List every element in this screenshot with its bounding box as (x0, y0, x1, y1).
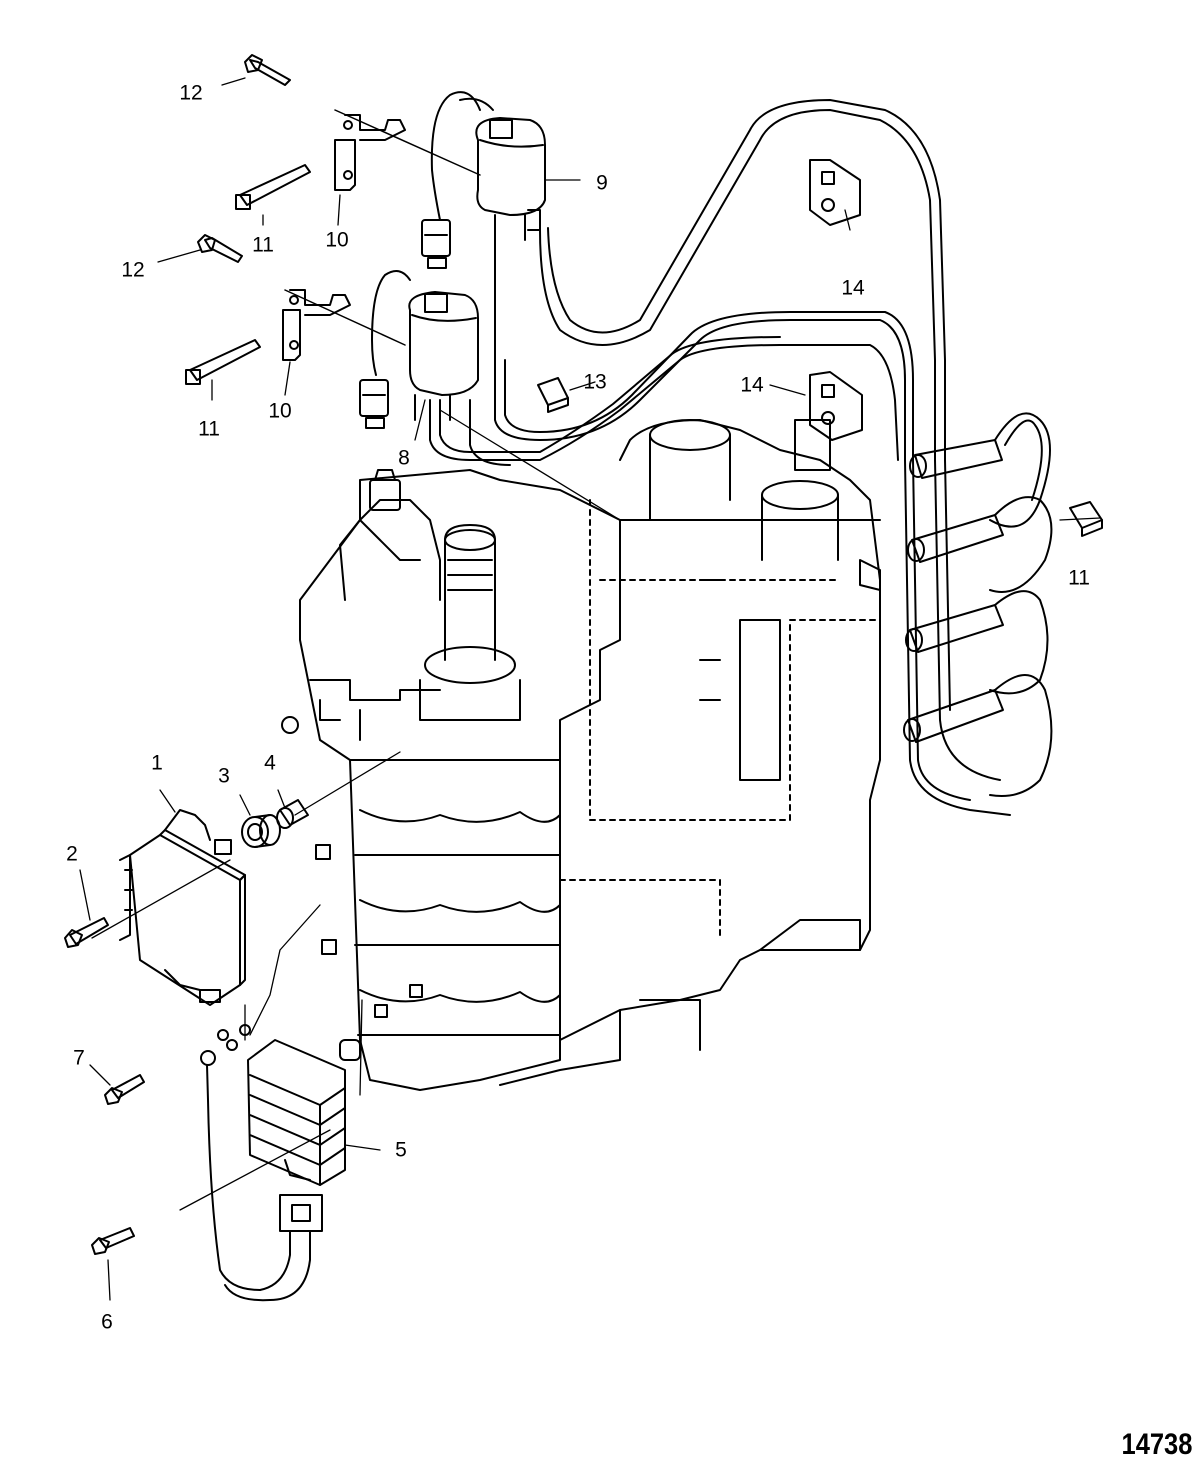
ignition-coil-upper (421, 91, 546, 361)
screw-2 (64, 917, 109, 948)
callout-label: 3 (218, 764, 230, 788)
callout-label: 1 (151, 751, 163, 775)
engine-block (281, 419, 881, 1091)
callout-label: 5 (395, 1138, 407, 1162)
rectifier-regulator (200, 1024, 346, 1302)
screw-middle (197, 234, 243, 263)
lead-holder-upper (809, 159, 861, 226)
cable-tie-upper (235, 164, 311, 210)
callout-label: 6 (101, 1310, 113, 1334)
callout-label: 12 (121, 258, 145, 282)
screw-6 (91, 1227, 135, 1255)
callout-label: 11 (1068, 566, 1090, 590)
callout-label: 9 (596, 171, 608, 195)
callout-label: 11 (198, 417, 220, 441)
grommet-3 (241, 814, 281, 848)
callout-label: 14 (740, 373, 764, 397)
callout-label: 10 (325, 228, 349, 252)
ignition-coil-lower (359, 270, 479, 429)
lead-holder-lower (794, 371, 863, 471)
collar-4 (276, 799, 309, 829)
callout-label: 8 (398, 446, 410, 470)
screw-7 (104, 1074, 145, 1105)
clip-13 (537, 377, 569, 413)
coil-bracket-lower (282, 289, 406, 361)
figure-id: 14738 (1121, 1428, 1192, 1461)
callout-label: 11 (252, 233, 274, 257)
cdi-unit (119, 809, 246, 1006)
callout-label: 2 (66, 842, 78, 866)
callout-label: 7 (73, 1046, 85, 1070)
callout-label: 4 (264, 751, 276, 775)
callout-label: 13 (583, 370, 607, 394)
cable-tie-lower (185, 339, 261, 385)
leader-lines (79, 77, 1101, 1301)
clip-11-right (1069, 501, 1103, 537)
screw-upper (244, 54, 291, 86)
callout-label: 10 (268, 399, 292, 423)
callout-label: 12 (179, 81, 203, 105)
callout-label: 14 (841, 276, 865, 300)
coil-bracket-upper (334, 109, 481, 191)
spark-plug-leads (429, 99, 1011, 816)
spark-plug-caps (903, 412, 1053, 797)
